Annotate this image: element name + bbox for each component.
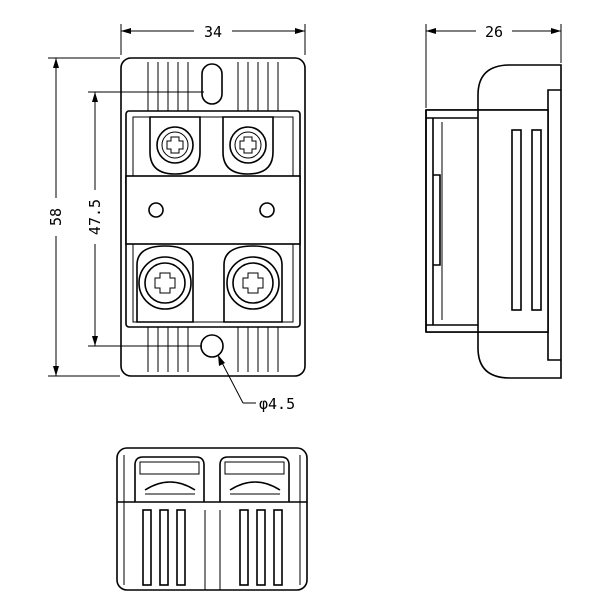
center-band (125, 175, 301, 245)
dimension-depth: 26 (425, 23, 562, 108)
indicator-right (259, 202, 275, 218)
bottom-terminals (136, 245, 283, 323)
height-dim-label: 58 (47, 208, 65, 226)
pitch-dim-label: 47.5 (86, 199, 104, 235)
side-slot-left (511, 129, 522, 311)
front-view (120, 57, 306, 377)
indicator-left (148, 202, 164, 218)
bottom-fin-slots (142, 509, 283, 586)
top-fins (147, 62, 279, 112)
bottom-view (116, 447, 308, 591)
side-slot-right (531, 129, 542, 311)
dimension-height: 58 (47, 57, 120, 377)
depth-dim-label: 26 (485, 23, 503, 41)
hole-dia-label: φ4.5 (259, 395, 295, 413)
top-mounting-slot (201, 63, 223, 105)
bottom-mounting-hole (200, 334, 224, 358)
width-dim-label: 34 (204, 23, 222, 41)
bottom-fins (147, 325, 279, 372)
side-view (425, 64, 562, 379)
dimension-hole-pitch: 47.5 (86, 91, 204, 347)
dimension-width: 34 (120, 23, 306, 55)
top-terminals (149, 116, 274, 175)
dimension-hole-diameter: φ4.5 (217, 354, 295, 413)
